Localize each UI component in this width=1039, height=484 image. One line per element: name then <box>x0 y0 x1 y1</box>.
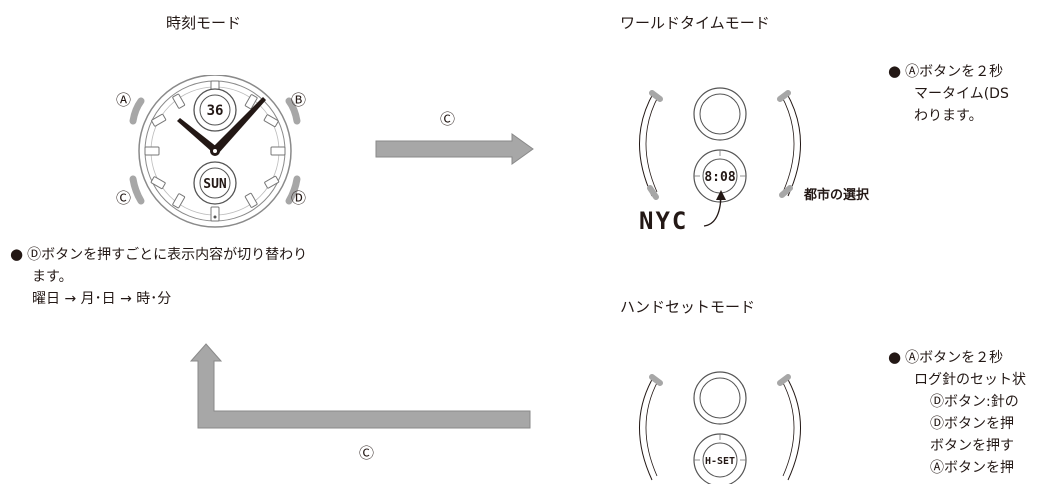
arrow-label-c-bottom: Ⓒ <box>359 444 375 462</box>
watch-button-a <box>129 97 145 125</box>
hand-set-display: H-SET <box>705 456 735 467</box>
world-time-note: ●Ⓐボタンを２秒 マータイム(DS わります。 <box>888 60 1039 127</box>
time-mode-note: ●Ⓓボタンを押すごとに表示内容が切り替わり ます。 曜日 → 月･日 → 時･分 <box>10 243 307 310</box>
hand-note-line1: Ⓐボタンを２秒 <box>905 350 1004 366</box>
minute-hand <box>211 97 266 154</box>
button-d-label: Ⓓ <box>291 189 307 207</box>
time-mode-note-line2: ます。 <box>32 269 73 285</box>
hand-set-note: ●Ⓐボタンを２秒 ログ針のセット状 Ⓓボタン:針の Ⓓボタンを押 ボタンを押す … <box>888 346 1039 484</box>
time-mode-note-line3: 曜日 → 月･日 → 時･分 <box>32 291 172 307</box>
city-code-nyc: NYC <box>639 207 689 235</box>
hand-set-watch: H-SET <box>639 371 801 484</box>
watch-button-b <box>285 97 301 125</box>
world-note-line1: Ⓐボタンを２秒 <box>905 64 1004 80</box>
time-mode-note-line1: Ⓓボタンを押すごとに表示内容が切り替わり <box>27 247 308 263</box>
hour-hand <box>177 118 217 151</box>
hand-set-mode-title: ハンドセットモード <box>620 298 756 316</box>
hand-note-line2: ログ針のセット状 <box>914 372 1026 388</box>
world-note-line3: わります。 <box>914 108 983 124</box>
hand-note-line6: Ⓐボタンを押 <box>930 460 1014 476</box>
watch-button-d <box>285 175 301 205</box>
world-note-line2: マータイム(DS <box>914 86 1009 102</box>
watch-lower-display: SUN <box>203 177 227 192</box>
world-time-mode-title: ワールドタイムモード <box>620 14 770 32</box>
watch-button-c <box>129 175 145 205</box>
arrow-back-to-time <box>190 343 531 429</box>
note-bullet: ● <box>10 245 24 263</box>
button-b-label: Ⓑ <box>291 91 307 109</box>
arrow-to-world-time <box>375 133 534 165</box>
watch-illustration: 36 SUN <box>129 75 301 228</box>
hand-note-line4: Ⓓボタンを押 <box>930 416 1014 432</box>
arrow-label-c-top: Ⓒ <box>440 110 456 128</box>
hand-note-line5: ボタンを押す <box>930 438 1014 454</box>
time-mode-title: 時刻モード <box>166 14 242 32</box>
watch-upper-display: 36 <box>207 103 224 119</box>
hand-note-line3: Ⓓボタン:針の <box>930 394 1019 410</box>
button-c-label: Ⓒ <box>116 189 132 207</box>
hand-note-bullet: ● <box>888 348 902 366</box>
city-select-label: 都市の選択 <box>804 188 870 203</box>
button-a-label: Ⓐ <box>116 91 132 109</box>
world-time-display: 8:08 <box>704 170 735 185</box>
world-note-bullet: ● <box>888 62 902 80</box>
world-time-watch: 8:08 <box>639 87 801 227</box>
